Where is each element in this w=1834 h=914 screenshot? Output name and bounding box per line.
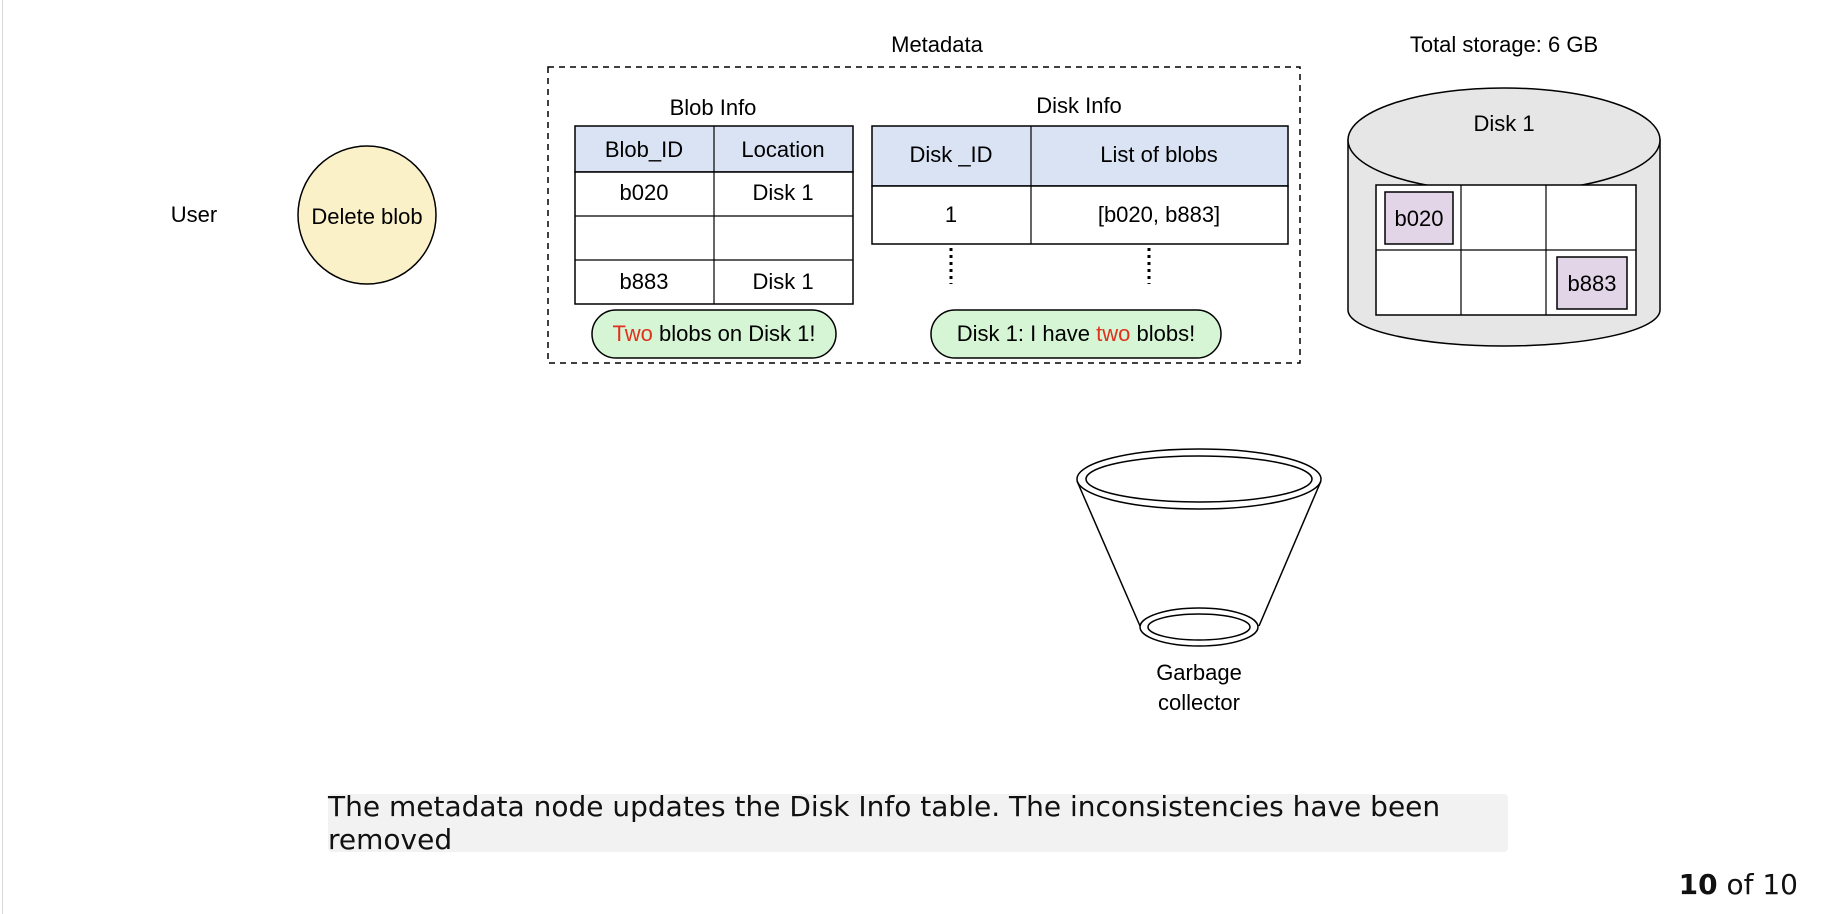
blob-info-cell: b883: [620, 269, 669, 294]
pager-current: 10: [1678, 868, 1718, 901]
blob-slot-label: b883: [1568, 271, 1617, 296]
delete-blob-label: Delete blob: [311, 204, 422, 229]
blob-info-header-location: Location: [741, 137, 824, 162]
garbage-collector-label: collector: [1158, 690, 1240, 715]
disk-info-header-list: List of blobs: [1100, 142, 1217, 167]
user-label: User: [171, 202, 217, 227]
disk-info-note: [930, 309, 1222, 359]
disk-info-note-after: blobs!: [1130, 321, 1195, 346]
disk-info-title: Disk Info: [1036, 93, 1122, 118]
blob-info-note-text: Two blobs on Disk 1!: [613, 321, 816, 346]
garbage-collector-label: Garbage: [1156, 660, 1242, 685]
blob-info-note: [591, 309, 837, 359]
blob-info-cell: Disk 1: [752, 180, 813, 205]
pager: 10 of 10: [1679, 868, 1798, 901]
caption-text: The metadata node updates the Disk Info …: [328, 790, 1441, 856]
caption-box: The metadata node updates the Disk Info …: [328, 790, 1508, 856]
disk-info-note-before: Disk 1: I have: [957, 321, 1096, 346]
metadata-title: Metadata: [891, 32, 983, 57]
disk-info-header: [871, 125, 1289, 187]
storage-label: Total storage: 6 GB: [1410, 32, 1598, 57]
pager-total: 10: [1762, 868, 1798, 901]
disk-info-cell: [b020, b883]: [1098, 202, 1220, 227]
disk-info-note-highlight: two: [1096, 321, 1130, 346]
blob-slot: [1556, 256, 1628, 310]
blob-info-note-rest: blobs on Disk 1!: [653, 321, 816, 346]
delete-blob-node[interactable]: [297, 145, 437, 285]
left-divider: [2, 0, 3, 914]
disk-info-header-id: Disk _ID: [909, 142, 992, 167]
disk-info-cell: 1: [945, 202, 957, 227]
disk-info-body: [871, 185, 1289, 245]
pager-separator: of: [1717, 868, 1763, 901]
blob-info-cell: Disk 1: [752, 269, 813, 294]
blob-slot-label: b020: [1395, 206, 1444, 231]
blob-info-title: Blob Info: [670, 95, 757, 120]
blob-info-header-id: Blob_ID: [605, 137, 683, 162]
disk-info-note-text: Disk 1: I have two blobs!: [957, 321, 1195, 346]
blob-info-note-highlight: Two: [613, 321, 653, 346]
blob-slot: [1384, 191, 1454, 245]
garbage-collector-icon: [1076, 448, 1322, 647]
metadata-container: [547, 66, 1301, 364]
blob-info-cell: b020: [620, 180, 669, 205]
disk-name: Disk 1: [1473, 111, 1534, 136]
disk-cylinder-top: [1347, 87, 1661, 193]
